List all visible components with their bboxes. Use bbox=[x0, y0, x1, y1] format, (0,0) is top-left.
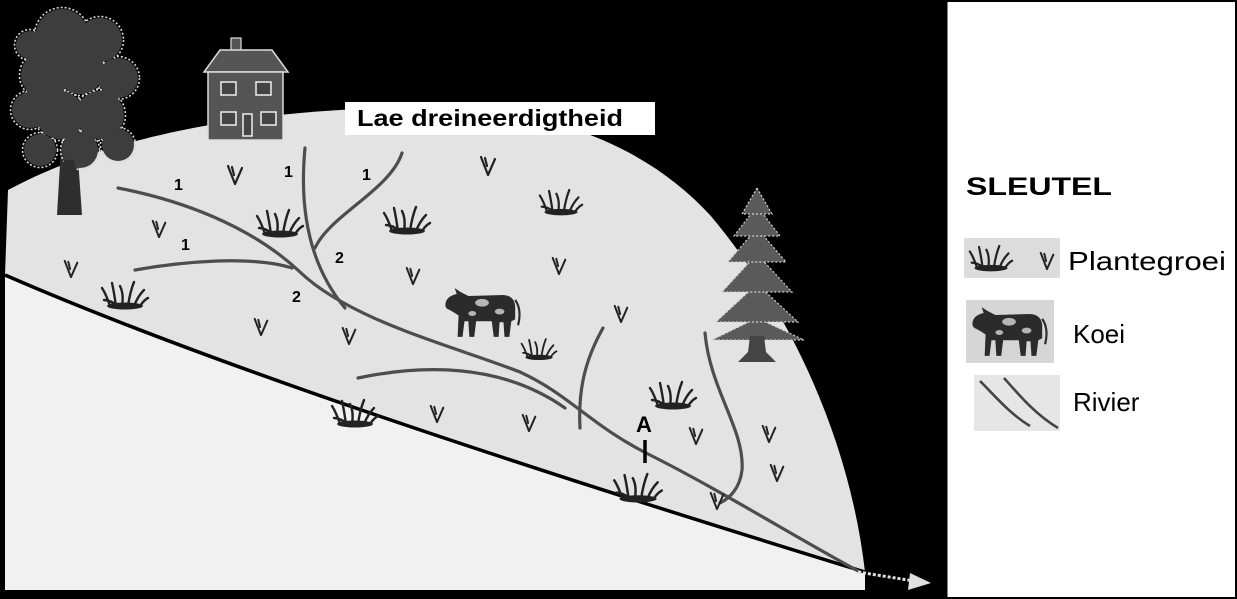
legend-label-river: Rivier bbox=[1073, 387, 1140, 417]
point-a-label: A bbox=[636, 412, 652, 437]
stream-order-label: 2 bbox=[292, 289, 301, 306]
stream-order-label: 1 bbox=[181, 237, 190, 254]
legend-label-vegetation: Plantegroei bbox=[1068, 246, 1226, 276]
stream-order-label: 2 bbox=[335, 250, 344, 267]
river-icon bbox=[974, 375, 1060, 431]
vegetation-icon bbox=[964, 238, 1060, 278]
legend-heading: SLEUTEL bbox=[966, 173, 1112, 201]
legend-panel: SLEUTEL Plantegroei Koei Rivier bbox=[947, 0, 1237, 599]
title-label: Lae dreineerdigtheid bbox=[357, 105, 623, 131]
stream-order-label: 1 bbox=[362, 167, 371, 184]
legend-label-cow: Koei bbox=[1073, 319, 1125, 349]
stream-order-label: 1 bbox=[284, 164, 293, 181]
cow-icon bbox=[966, 300, 1054, 363]
stream-order-label: 1 bbox=[174, 177, 183, 194]
